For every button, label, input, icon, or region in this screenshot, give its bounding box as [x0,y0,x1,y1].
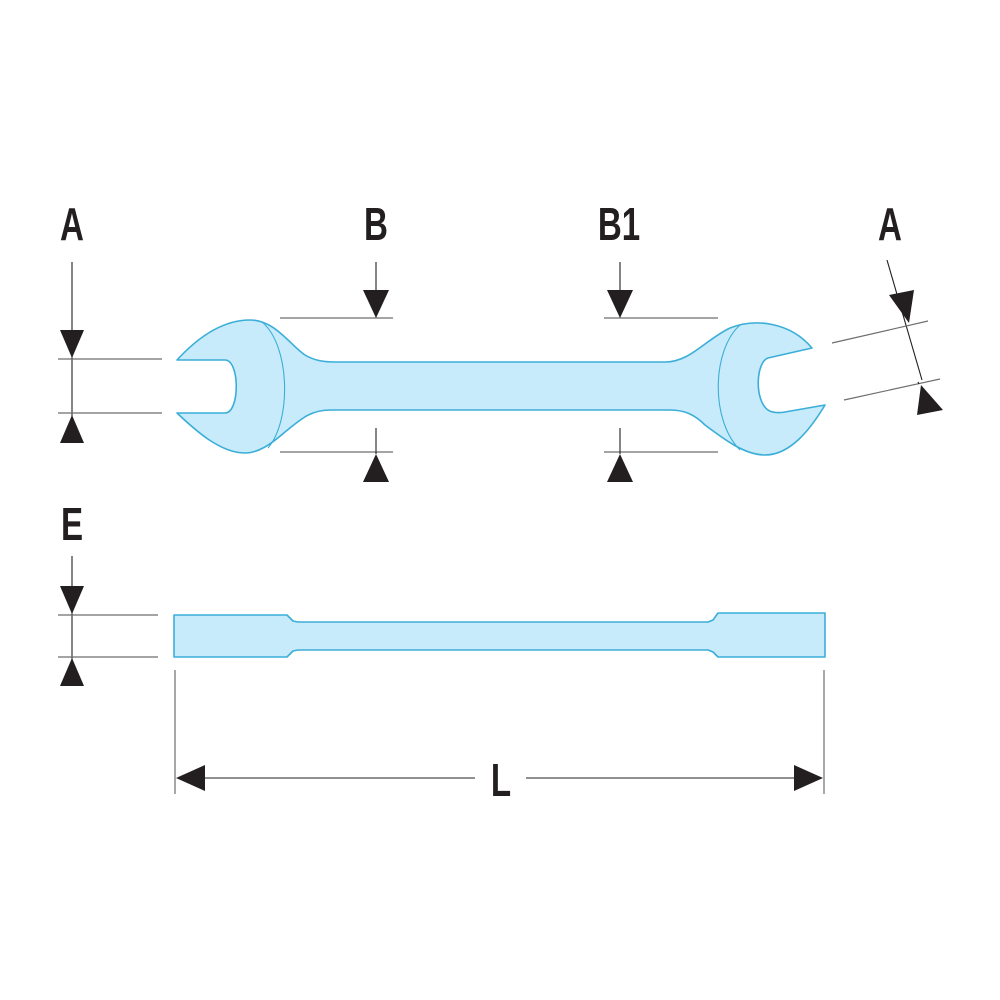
arrow-up-icon [607,454,633,482]
label-b1: B1 [598,200,640,250]
dimension-e: E [58,500,158,686]
dimension-b1: B1 [598,200,718,482]
arrow-left-icon [176,765,205,791]
arrow-down-icon [363,290,389,318]
label-e: E [61,500,83,550]
wrench-top-view [176,319,826,456]
dimension-a-left: A [58,200,162,443]
arrow-down-icon [889,290,914,323]
arrow-down-icon [60,330,84,358]
dimension-a-right: A [831,200,943,415]
arrow-up-icon [60,415,84,443]
label-a-right: A [878,200,902,250]
arrow-right-icon [794,765,823,791]
arrow-down-icon [607,290,633,318]
arrow-up-icon [363,454,389,482]
label-b: B [364,200,388,250]
dimension-l: L [174,670,825,806]
wrench-side-view [173,612,826,658]
arrow-up-icon [917,385,943,415]
arrow-down-icon [60,586,84,614]
label-l: L [491,756,511,806]
dimension-b: B [280,200,393,482]
label-a-left: A [60,200,84,250]
arrow-up-icon [60,658,84,686]
